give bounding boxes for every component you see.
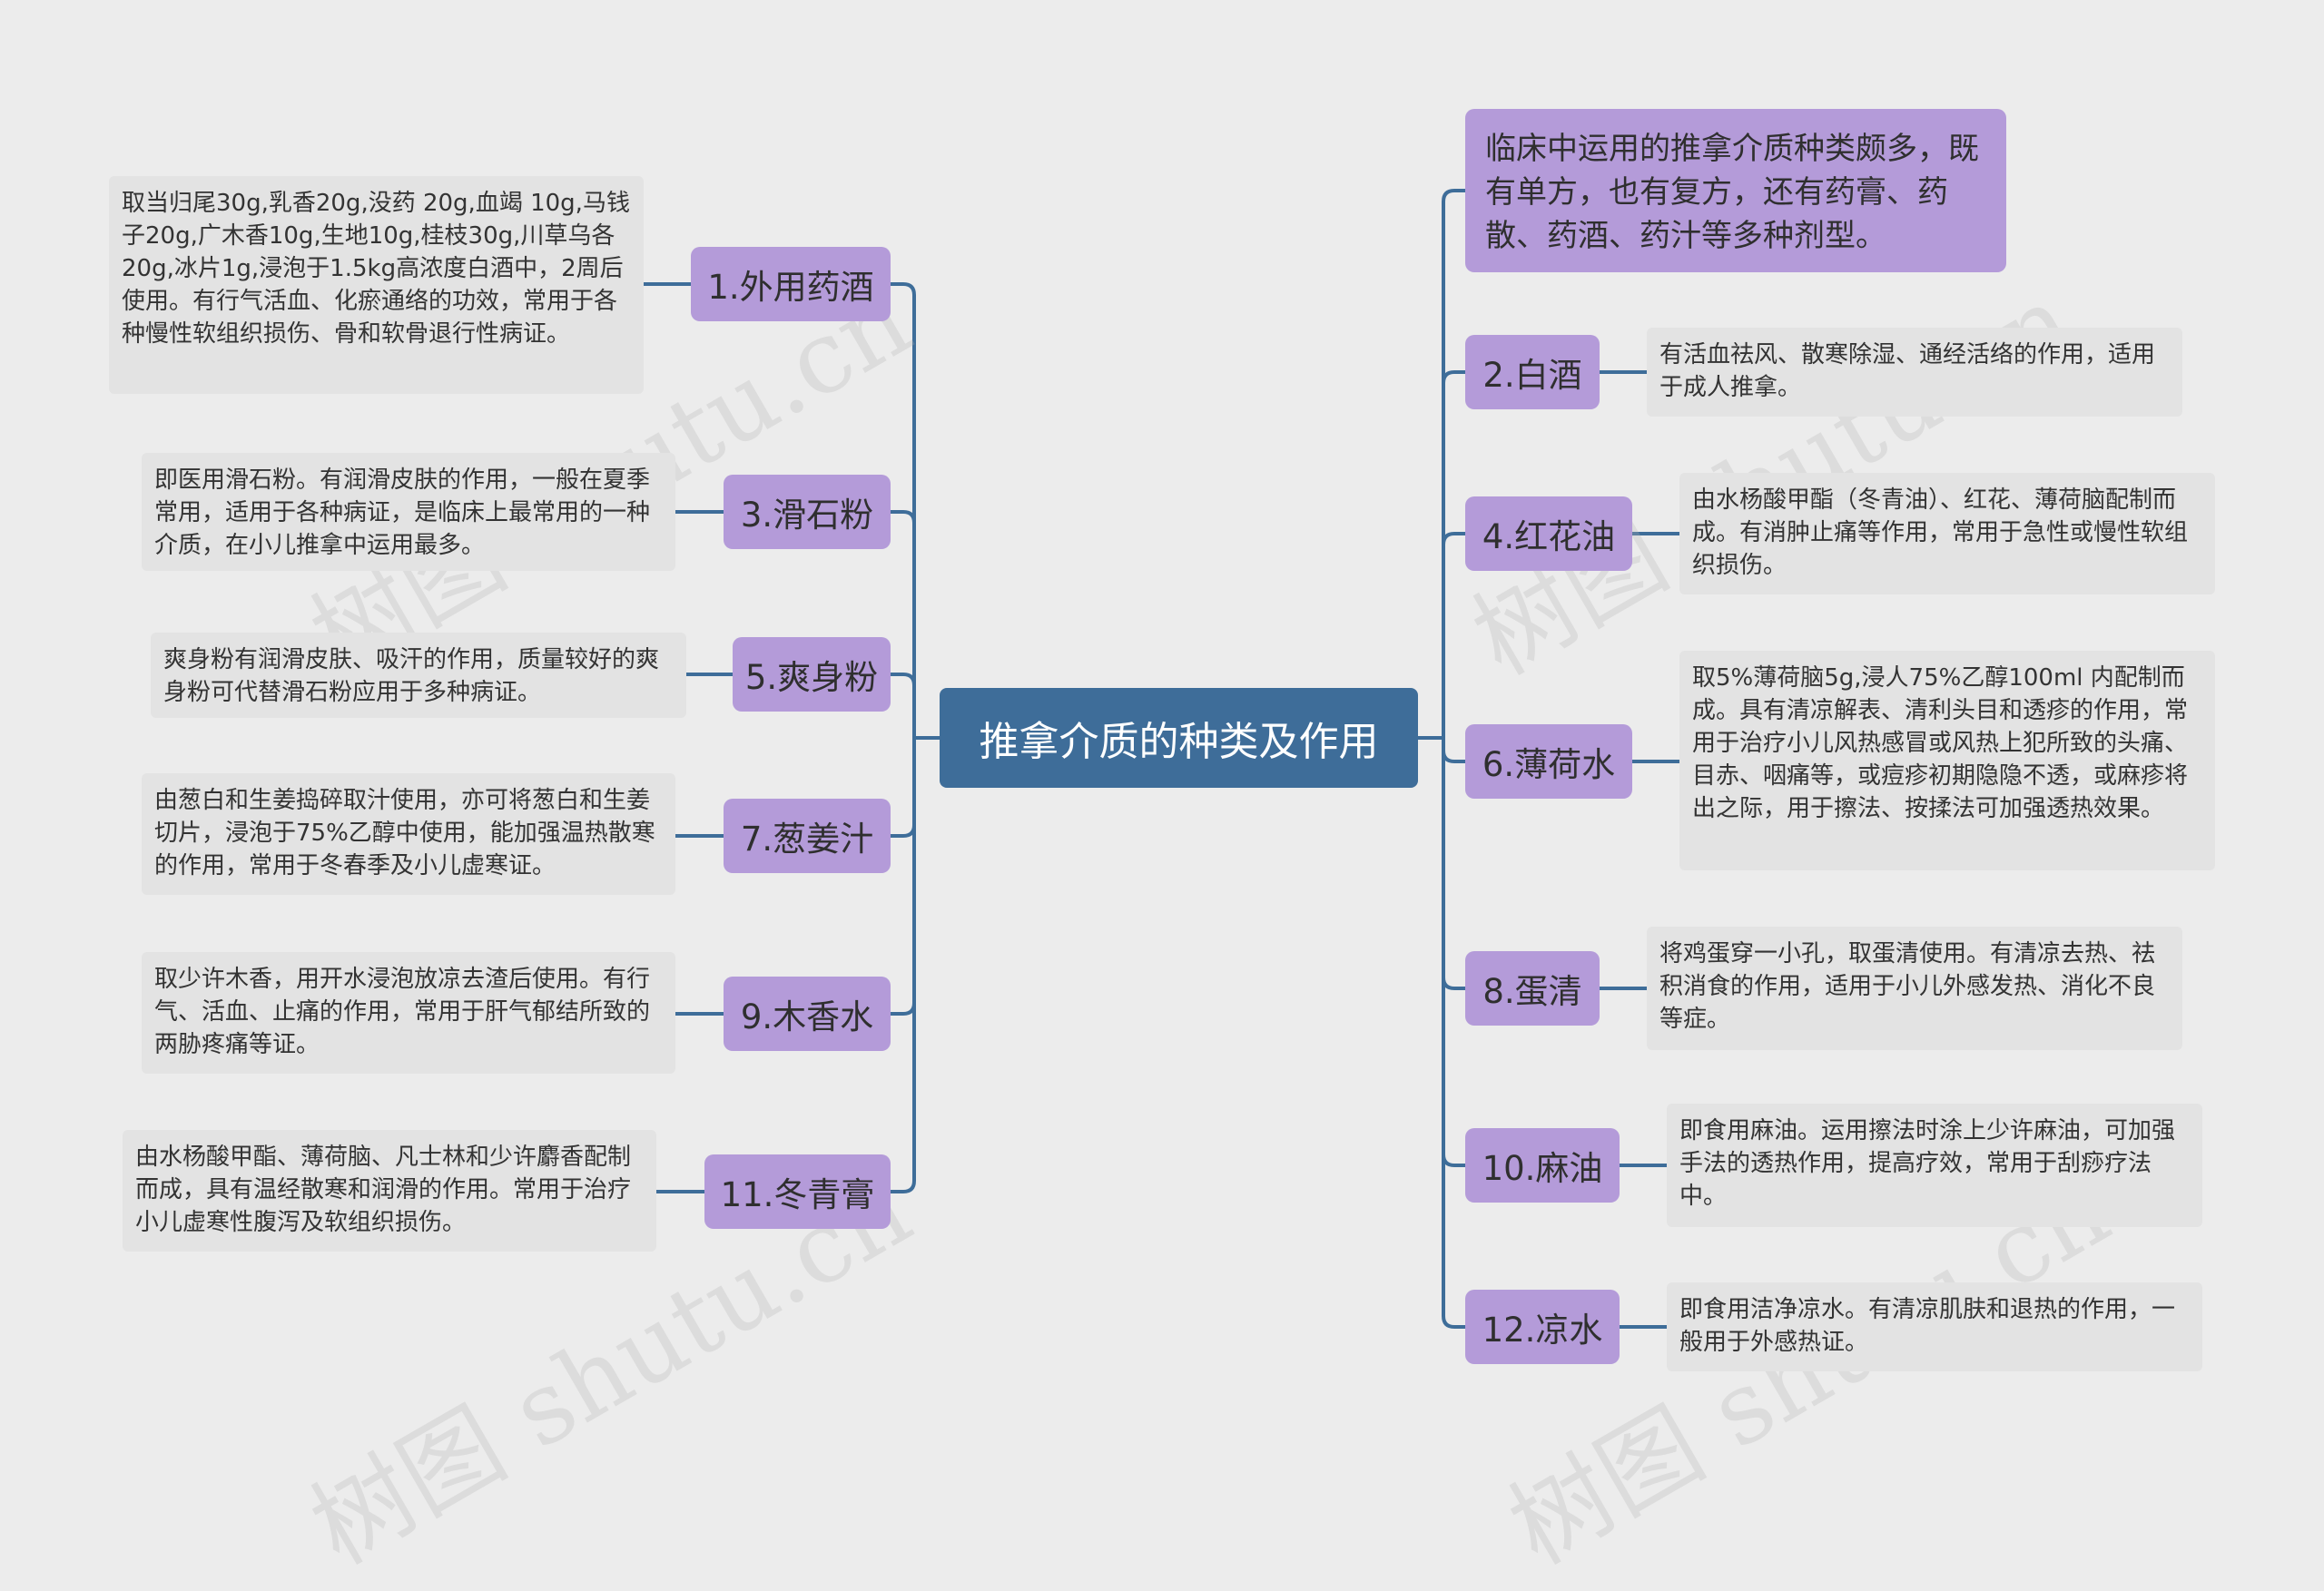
note-mint-water: 取5%薄荷脑5g,浸人75%乙醇100ml 内配制而成。具有清凉解表、清利头目和… [1679,651,2215,870]
connector-left-branch [891,1180,916,1193]
topic-safflower-oil[interactable]: 4.红花油 [1465,496,1632,571]
note-costus-water: 取少许木香，用开水浸泡放凉去渣后使用。有行气、活血、止痛的作用，常用于肝气郁结所… [142,952,675,1074]
topic-external-medicinal-wine[interactable]: 1.外用药酒 [691,247,891,321]
connector-right-branch [1442,1154,1465,1167]
topic-talc-powder[interactable]: 3.滑石粉 [724,475,891,549]
topic-body-powder[interactable]: 5.爽身粉 [733,637,891,712]
topic-mint-water[interactable]: 6.薄荷水 [1465,724,1632,799]
topic-costus-water[interactable]: 9.木香水 [724,977,891,1051]
connector-right-branch [1442,1315,1465,1329]
note-safflower-oil: 由水杨酸甲酯（冬青油）、红花、薄荷脑配制而成。有消肿止痛等作用，常用于急性或慢性… [1679,473,2215,594]
topic-sesame-oil[interactable]: 10.麻油 [1465,1128,1620,1203]
topic-egg-white[interactable]: 8.蛋清 [1465,951,1600,1026]
topic-wintergreen-ointment[interactable]: 11.冬青膏 [704,1154,891,1229]
note-egg-white: 将鸡蛋穿一小孔，取蛋清使用。有清凉去热、祛积消食的作用，适用于小儿外感发热、消化… [1647,927,2182,1050]
topic-cold-water[interactable]: 12.凉水 [1465,1290,1620,1364]
topic-scallion-ginger-juice[interactable]: 7.葱姜汁 [724,799,891,873]
connector-left-branch [891,282,916,296]
connector-left-branch [891,510,916,524]
note-cold-water: 即食用洁净凉水。有清凉肌肤和退热的作用，一般用于外感热证。 [1667,1282,2202,1371]
connector-right-branch [1442,977,1465,990]
connector-left-branch [891,1002,916,1016]
note-scallion-ginger-juice: 由葱白和生姜捣碎取汁使用，亦可将葱白和生姜切片，浸泡于75%乙醇中使用，能加强温… [142,773,675,895]
note-talc-powder: 即医用滑石粉。有润滑皮肤的作用，一般在夏季常用，适用于各种病证，是临床上最常用的… [142,453,675,571]
note-wintergreen-ointment: 由水杨酸甲酯、薄荷脑、凡士林和少许麝香配制而成，具有温经散寒和润滑的作用。常用于… [123,1130,656,1252]
note-body-powder: 爽身粉有润滑皮肤、吸汗的作用，质量较好的爽身粉可代替滑石粉应用于多种病证。 [151,633,686,718]
connector-right-branch [1442,750,1465,763]
connector-right-branch [1442,370,1465,384]
connector-left-branch [891,824,916,838]
intro-topic[interactable]: 临床中运用的推拿介质种类颇多，既有单方，也有复方，还有药膏、药散、药酒、药汁等多… [1465,109,2006,272]
central-topic[interactable]: 推拿介质的种类及作用 [940,688,1418,788]
topic-white-spirit[interactable]: 2.白酒 [1465,335,1600,409]
note-sesame-oil: 即食用麻油。运用擦法时涂上少许麻油，可加强手法的透热作用，提高疗效，常用于刮痧疗… [1667,1104,2202,1227]
connector-left-branch [891,673,916,686]
connector-right-branch [1442,532,1465,545]
note-external-medicinal-wine: 取当归尾30g,乳香20g,没药 20g,血竭 10g,马钱子20g,广木香10… [109,176,644,394]
connector-lines [644,189,1679,1329]
note-white-spirit: 有活血祛风、散寒除湿、通经活络的作用，适用于成人推拿。 [1647,328,2182,417]
connector-right-branch [1442,189,1465,202]
